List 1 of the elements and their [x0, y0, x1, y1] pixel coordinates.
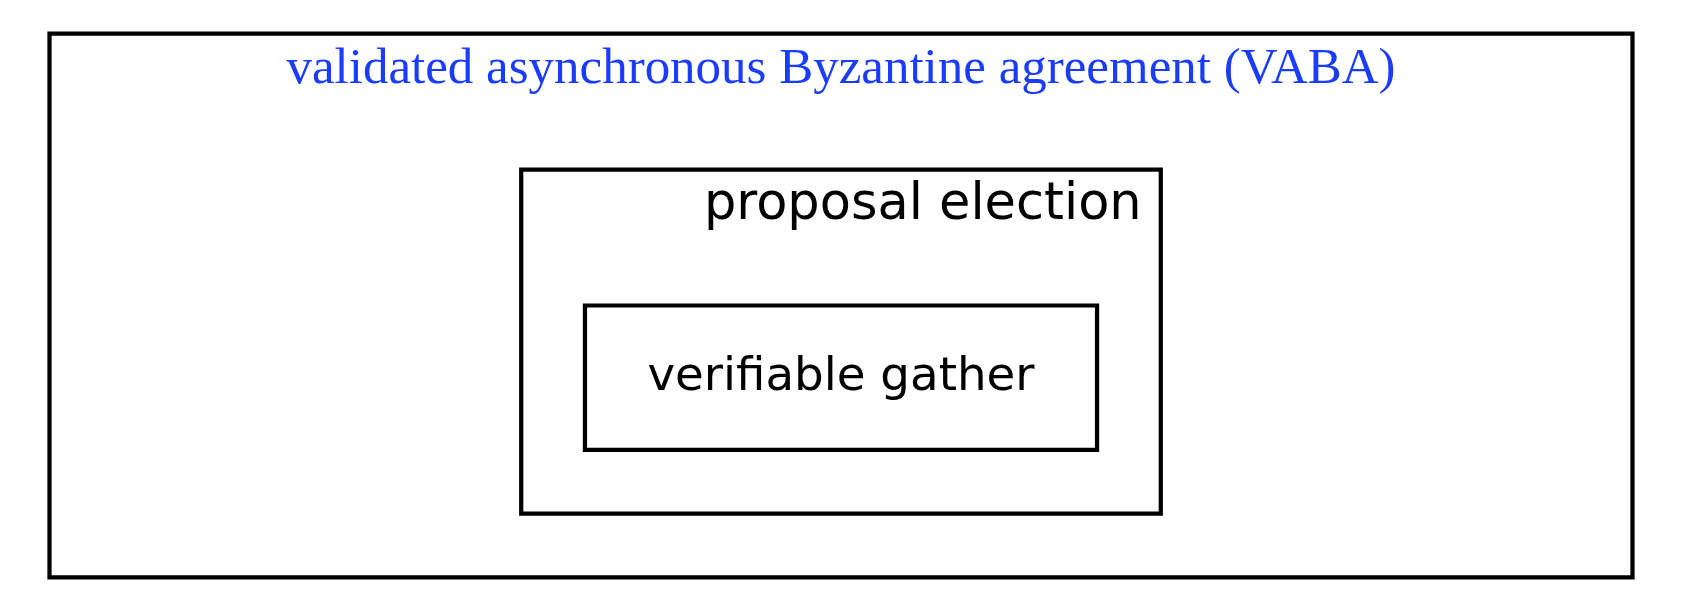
node-box: verifiable gather — [582, 303, 1099, 453]
